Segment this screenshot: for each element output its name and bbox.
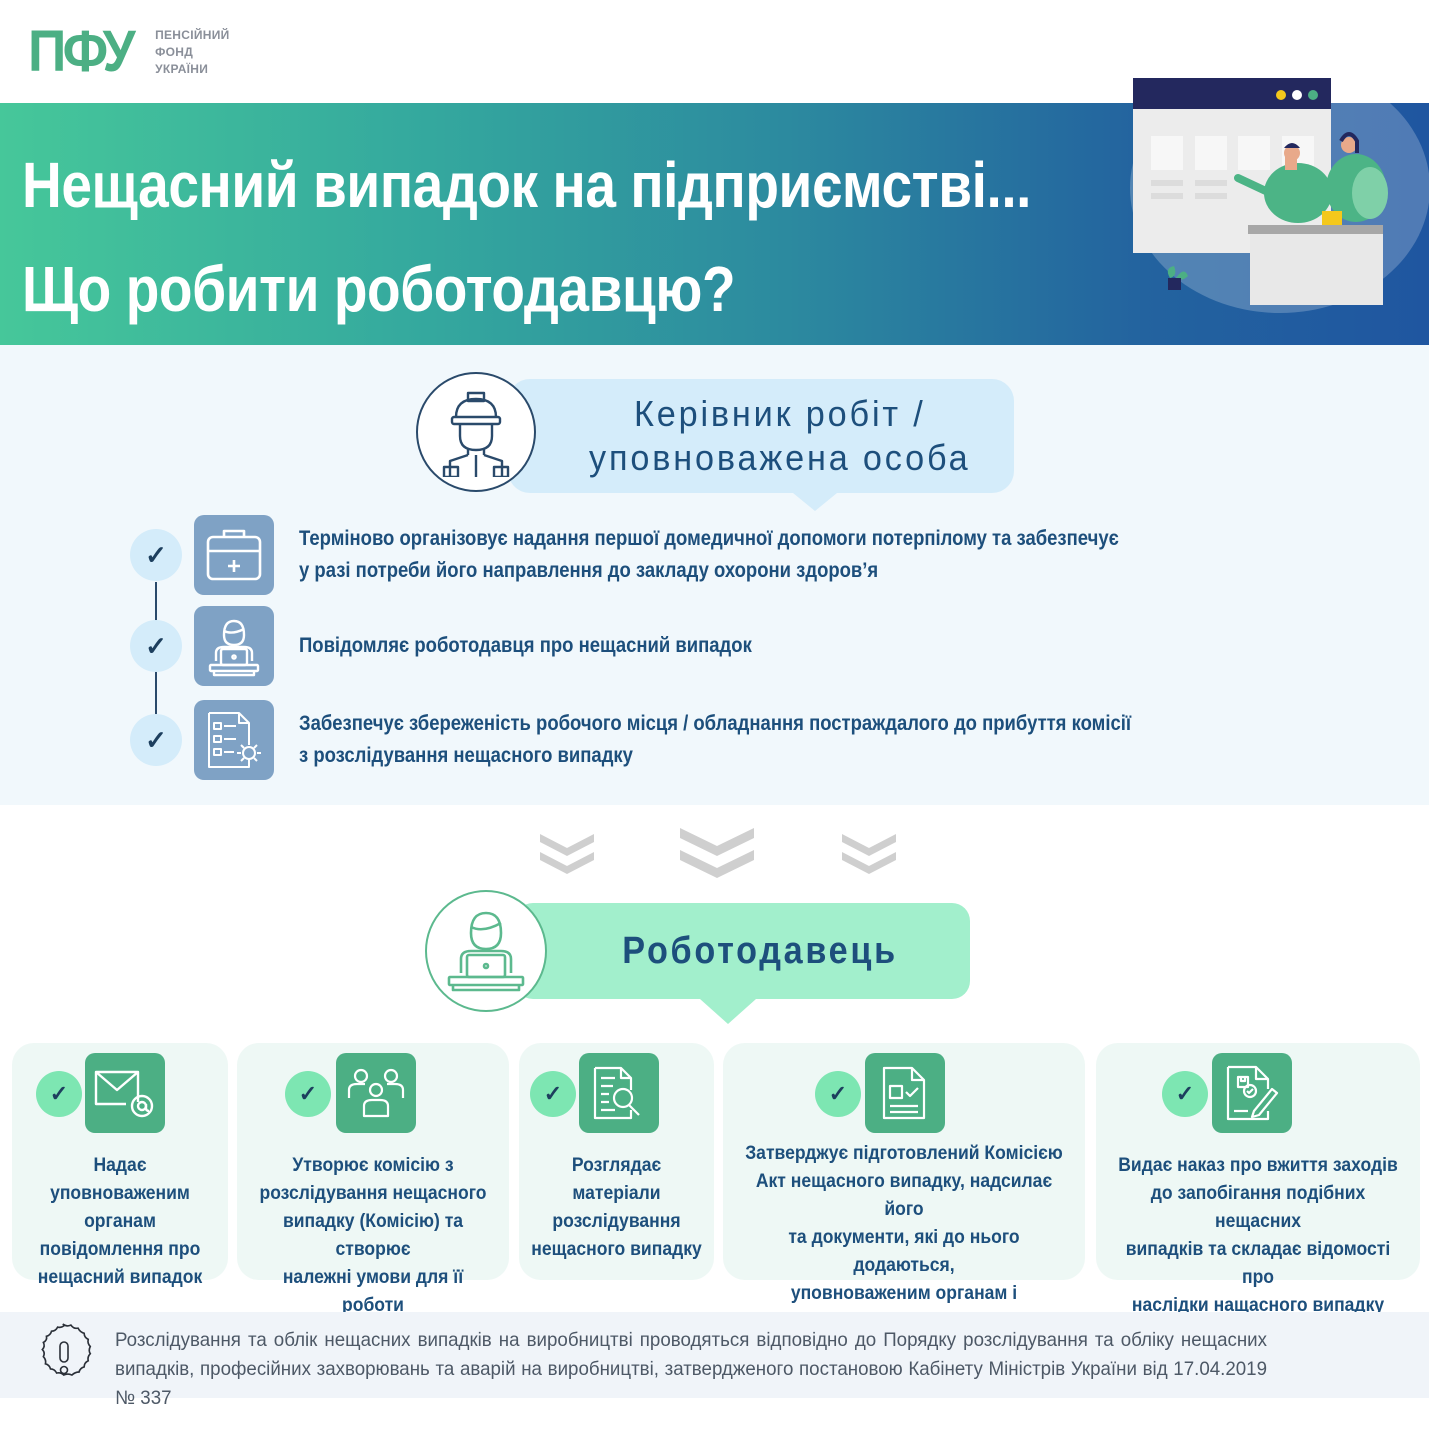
checkmark-icon: ✓ (815, 1071, 861, 1117)
duty-text: Надає уповноваженим органам повідомлення… (23, 1151, 217, 1291)
checkmark-icon: ✓ (130, 620, 182, 672)
employer-title-bubble: Роботодавець (515, 903, 970, 1024)
employer-header: Роботодавець (425, 890, 985, 1025)
chevron-down-icon (842, 834, 896, 874)
duty-text-line: Розглядає (571, 1154, 662, 1176)
duty-text-line: нещасний випадок (37, 1266, 203, 1288)
logo-mark: ПФУ (28, 19, 136, 84)
duty-text: Видає наказ про вжиття заходів до запобі… (1112, 1151, 1404, 1319)
duty-text-line: та документи, які до нього додаються, (788, 1226, 1020, 1276)
step-item: ✓ Терміново організовує надання першої д… (130, 515, 1280, 595)
duty-card: ✓ Розглядає матеріали розслідування неща… (519, 1043, 714, 1280)
step-text-line: Забезпечує збереженість робочого місця /… (299, 712, 1132, 735)
first-aid-kit-icon (194, 515, 274, 595)
person-at-laptop-icon (194, 606, 274, 686)
role-title-line-1: Керівник робіт / (634, 393, 926, 434)
employer-title: Роботодавець (622, 929, 899, 972)
step-text-line: Повідомляє роботодавця про нещасний випа… (299, 634, 752, 657)
duty-text: Затверджує підготовлений Комісією Акт не… (741, 1139, 1067, 1363)
legal-note-text: Розслідування та облік нещасних випадків… (115, 1329, 1267, 1409)
duty-text-line: випадку (Комісію) та створює (282, 1210, 464, 1260)
employer-duties-cards: ✓ Надає уповноваженим органам повідомлен… (0, 1043, 1429, 1360)
duty-text-line: нещасного випадку (531, 1238, 702, 1260)
flow-arrows (0, 820, 1429, 890)
group-people-icon (336, 1053, 416, 1133)
role-header: Керівник робіт / уповноважена особа (416, 372, 1016, 511)
legal-note: Розслідування та облік нещасних випадків… (0, 1312, 1429, 1409)
office-workers-illustration (1130, 63, 1429, 313)
pfu-logo: ПФУ ПЕНСІЙНИЙ ФОНД УКРАЇНИ (28, 22, 230, 82)
logo-text: ПЕНСІЙНИЙ ФОНД УКРАЇНИ (155, 27, 230, 78)
checkmark-icon: ✓ (130, 714, 182, 766)
duty-text: Розглядає матеріали розслідування нещасн… (529, 1151, 705, 1263)
checkmark-icon: ✓ (530, 1071, 576, 1117)
duty-text-line: органам (84, 1210, 156, 1232)
duty-text: Утворює комісію з розслідування нещасног… (251, 1151, 496, 1319)
step-text: Забезпечує збереженість робочого місця /… (299, 708, 1131, 772)
duty-text-line: випадків та складає відомості про (1125, 1238, 1391, 1288)
duty-text-line: розслідування (552, 1210, 681, 1232)
checkmark-icon: ✓ (36, 1071, 82, 1117)
logo-line: ПЕНСІЙНИЙ (155, 27, 230, 42)
page-title: Нещасний випадок на підприємстві... Що р… (22, 133, 1031, 341)
title-line-1: Нещасний випадок на підприємстві... (22, 149, 1032, 221)
checkmark-icon: ✓ (130, 529, 182, 581)
role-title-bubble: Керівник робіт / уповноважена особа (508, 379, 1014, 511)
logo-line: УКРАЇНИ (155, 61, 209, 76)
chevron-down-icon (540, 834, 594, 874)
step-text-line: з розслідування нещасного випадку (299, 744, 633, 767)
role-title-line-2: уповноважена особа (589, 437, 971, 478)
logo-line: ФОНД (155, 44, 194, 59)
duty-text-line: Акт нещасного випадку, надсилає його (755, 1170, 1053, 1220)
checkmark-icon: ✓ (285, 1071, 331, 1117)
employer-at-laptop-icon (425, 890, 547, 1012)
title-line-2: Що робити роботодавцю? (22, 253, 736, 325)
duty-card: ✓ Надає уповноваженим органам повідомлен… (12, 1043, 228, 1288)
step-item: ✓ Повідомляє роботодавця про нещасний ви… (130, 606, 1280, 686)
step-text: Повідомляє роботодавця про нещасний випа… (299, 630, 752, 662)
duty-text-line: до запобігання подібних нещасних (1150, 1182, 1366, 1232)
document-approve-icon (865, 1053, 945, 1133)
duty-text-line: розслідування нещасного (259, 1182, 487, 1204)
step-text: Терміново організовує надання першої дом… (299, 523, 1119, 587)
chevron-down-icon (680, 828, 754, 878)
document-sign-icon (1212, 1053, 1292, 1133)
exclamation-badge-icon (41, 1323, 92, 1377)
duty-text-line: Видає наказ про вжиття заходів (1118, 1154, 1398, 1176)
checklist-gear-icon (194, 700, 274, 780)
role-title: Керівник робіт / уповноважена особа (551, 392, 970, 480)
duty-text-line: повідомлення про (39, 1238, 201, 1260)
duty-card: ✓ Видає наказ про вжиття заходів до запо… (1096, 1043, 1420, 1316)
duty-card: ✓ Затверджує підготовлений Комісією Акт … (723, 1043, 1085, 1360)
step-text-line: Терміново організовує надання першої дом… (299, 527, 1119, 550)
duty-text-line: належні умови для її роботи (282, 1266, 464, 1316)
duty-card: ✓ Утворює комісію з розслідування нещасн… (237, 1043, 509, 1316)
step-item: ✓ Забезпечує збереженість робочого місця… (130, 700, 1280, 780)
worker-helmet-icon (416, 372, 536, 492)
checkmark-icon: ✓ (1162, 1071, 1208, 1117)
step-text-line: у разі потреби його направлення до закла… (299, 559, 879, 582)
duty-text-line: матеріали (572, 1182, 661, 1204)
duty-text-line: наслідки нащасного випадку (1131, 1294, 1385, 1316)
duty-text-line: Надає уповноваженим (50, 1154, 190, 1204)
envelope-at-icon (85, 1053, 165, 1133)
duty-text-line: Затверджує підготовлений Комісією (745, 1142, 1063, 1164)
document-search-icon (579, 1053, 659, 1133)
duty-text-line: Утворює комісію з (292, 1154, 454, 1176)
